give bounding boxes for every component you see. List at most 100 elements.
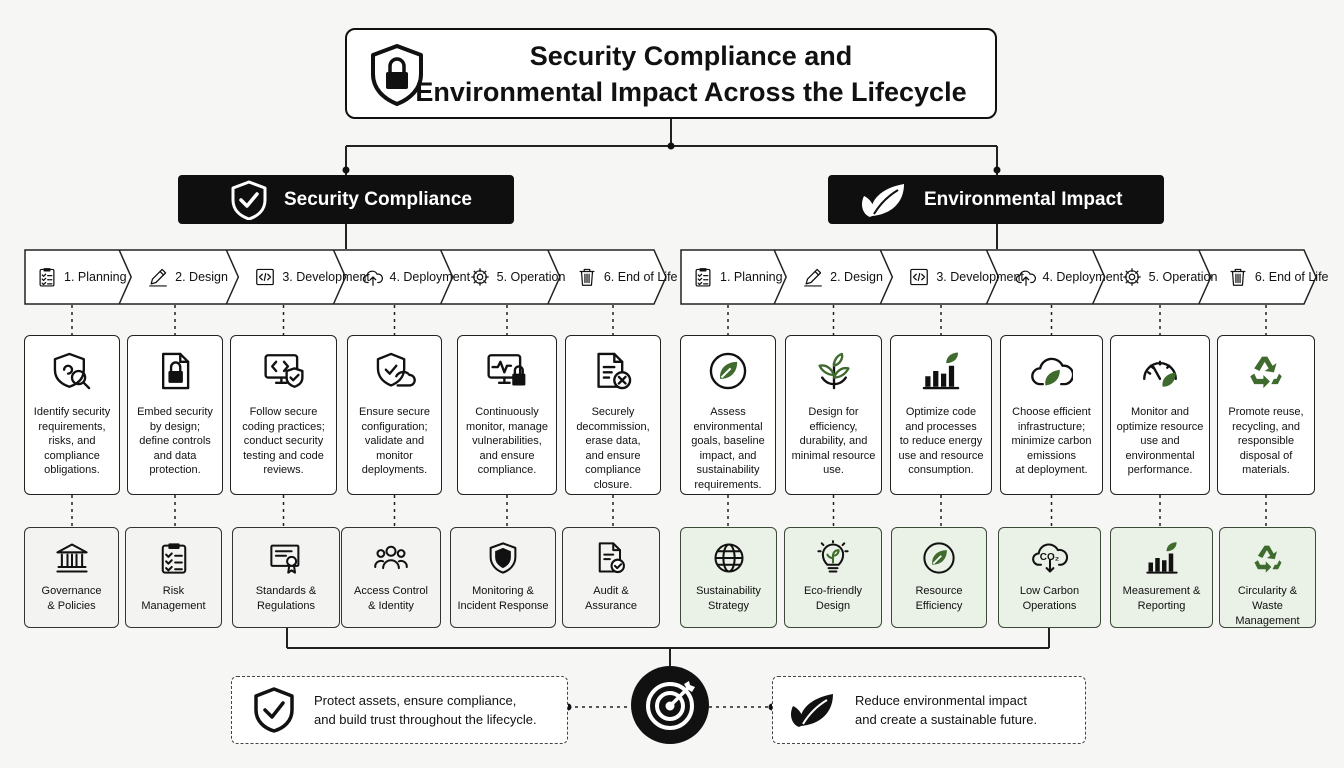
security-phase-card-line: validate and — [364, 435, 425, 447]
bar-chart-leaf-icon — [1145, 542, 1178, 574]
security-pillar-card-line: Regulations — [256, 600, 316, 612]
environment-phase-5-label: 5. Operation — [1148, 270, 1218, 284]
document-check-icon — [598, 542, 625, 574]
cloud-upload-icon — [362, 270, 383, 286]
environment-pillar-card-line: Waste — [1252, 600, 1283, 612]
security-pillar-card-line: Monitoring & — [472, 585, 534, 597]
recycle-icon — [1254, 545, 1281, 573]
security-phase-card-line: define controls — [139, 435, 211, 447]
lightbulb-leaf-icon — [817, 540, 849, 573]
security-phase-3: 3. Development — [254, 249, 370, 305]
security-pillar-card-6: Audit &Assurance — [562, 527, 660, 628]
security-pillar-card-line: & Policies — [47, 600, 96, 612]
security-outcome-line-1: Protect assets, ensure compliance, — [314, 693, 517, 708]
environment-pillar-card-line: Measurement & — [1122, 585, 1201, 597]
security-phase-4: 4. Deployment — [362, 249, 471, 305]
environment-phase-card-line: use. — [823, 464, 844, 476]
environment-phase-card-line: sustainability — [696, 464, 760, 476]
co2-cloud-icon-wrap: CO₂ — [1031, 540, 1068, 576]
globe-icon — [713, 543, 744, 573]
security-pillar-card-line: Audit & — [593, 585, 629, 597]
environment-phase-card-line: performance. — [1127, 464, 1193, 476]
environment-phase-card-line: Design for — [808, 406, 859, 418]
environment-outcome-text: Reduce environmental impact and create a… — [855, 691, 1037, 729]
environment-phase-2: 2. Design — [802, 249, 883, 305]
environment-phase-card-line: to reduce energy — [899, 435, 983, 447]
security-pillar-card-3: Standards &Regulations — [232, 527, 340, 628]
leaves-icon — [862, 183, 904, 217]
security-phase-card-line: protection. — [149, 464, 201, 476]
security-phase-card-line: Ensure secure — [359, 406, 430, 418]
environment-phase-card-line: use and resource — [898, 449, 984, 462]
environment-pillar-card-line: Sustainability — [696, 585, 761, 597]
environment-phase-card-line: recycling, and — [1232, 420, 1300, 433]
security-phase-card-line: and ensure — [585, 449, 641, 462]
security-pillar-card-1: Governance& Policies — [24, 527, 119, 628]
environment-phase-card-line: efficiency, — [809, 420, 858, 433]
certificate-icon — [270, 544, 300, 574]
environment-phase-4: 4. Deployment — [1015, 249, 1123, 305]
environment-pillar-card-line: Eco-friendly — [803, 585, 863, 597]
gauge-leaf-icon — [1143, 360, 1177, 387]
environment-pillar-card-line: Strategy — [708, 600, 749, 612]
clipboard-checklist-icon — [39, 268, 55, 287]
shield-magnifier-icon — [53, 352, 91, 390]
security-pillar-card-5: Monitoring &Incident Response — [450, 527, 556, 628]
pencil-icon — [149, 268, 168, 287]
security-outcome-line-2: and build trust throughout the lifecycle… — [314, 712, 537, 727]
environment-section-header: Environmental Impact — [828, 175, 1164, 224]
title-line-2: Environmental Impact Across the Lifecycl… — [415, 76, 967, 107]
environment-phase-card-line: infrastructure; — [1017, 420, 1086, 433]
environment-outcome-box: Reduce environmental impact and create a… — [772, 676, 1086, 744]
environment-phase-card-line: at deployment. — [1015, 464, 1088, 476]
environment-pillar-card-line: Efficiency — [915, 600, 963, 612]
security-phase-4-label: 4. Deployment — [389, 270, 471, 284]
clipboard-checklist-icon — [161, 543, 186, 574]
environment-phase-card-line: Promote reuse, — [1228, 406, 1304, 418]
title-box: Security Compliance and Environmental Im… — [345, 28, 997, 119]
security-pillar-card-text: Access Control& Identity — [346, 584, 436, 614]
shield-filled-icon — [489, 542, 517, 574]
security-outcome-text: Protect assets, ensure compliance, and b… — [314, 691, 537, 729]
connector-dot — [667, 142, 675, 150]
security-phase-card-line: configuration; — [361, 420, 428, 433]
users-group-icon — [374, 545, 408, 570]
environment-outcome-line-2: and create a sustainable future. — [855, 712, 1038, 727]
connector-dot — [342, 166, 350, 174]
security-outcome-box: Protect assets, ensure compliance, and b… — [231, 676, 568, 744]
trash-icon — [579, 268, 595, 286]
environment-phase-card-line: materials. — [1242, 464, 1290, 476]
security-phase-card-line: requirements, — [38, 420, 106, 433]
bar-chart-leaf-icon — [922, 352, 960, 390]
security-phase-2: 2. Design — [147, 249, 228, 305]
security-pillar-card-line: Access Control — [354, 585, 428, 597]
security-phase-card-line: monitor, manage — [466, 420, 548, 433]
environment-phase-card-line: Assess environmental — [693, 406, 763, 433]
document-x-icon — [597, 352, 632, 390]
security-phase-card-line: compliance — [585, 464, 641, 476]
environment-phase-card-line: and processes — [905, 420, 977, 433]
pencil-icon — [804, 268, 823, 287]
environment-phase-card-line: minimize carbon — [1011, 435, 1092, 447]
security-phase-card-line: coding practices; — [242, 420, 325, 433]
environment-phase-card-line: durability, and — [799, 435, 868, 447]
security-phase-6-label: 6. End of Life — [603, 270, 678, 284]
environment-pillar-card-line: Operations — [1022, 600, 1077, 612]
